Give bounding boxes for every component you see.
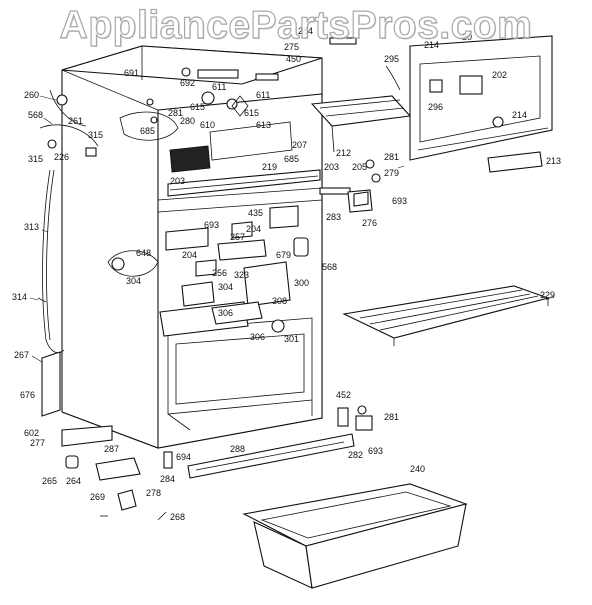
label-214b: 214 bbox=[424, 40, 439, 50]
label-304b: 304 bbox=[218, 282, 233, 292]
freezer-rail bbox=[167, 121, 321, 197]
label-304: 304 bbox=[126, 276, 141, 286]
label-281b: 281 bbox=[384, 152, 399, 162]
label-313: 313 bbox=[24, 222, 39, 232]
label-284: 284 bbox=[160, 474, 175, 484]
label-213: 213 bbox=[546, 156, 561, 166]
label-611: 611 bbox=[212, 82, 226, 92]
label-276: 276 bbox=[362, 218, 377, 228]
label-205: 205 bbox=[352, 162, 367, 172]
label-306b: 306 bbox=[250, 332, 265, 342]
label-615: 615 bbox=[190, 102, 205, 112]
label-300: 300 bbox=[294, 278, 309, 288]
crisper-pan bbox=[242, 483, 468, 589]
label-226: 226 bbox=[54, 152, 69, 162]
label-204b: 204 bbox=[182, 250, 197, 260]
leader-lines bbox=[29, 95, 555, 363]
refrigerator-shelf-229 bbox=[342, 285, 550, 346]
label-692: 692 bbox=[180, 78, 195, 88]
label-568b: 568 bbox=[322, 262, 337, 272]
label-452: 452 bbox=[336, 390, 351, 400]
label-611b: 611 bbox=[256, 90, 270, 100]
label-281: 281 bbox=[168, 108, 183, 118]
top-components bbox=[119, 67, 279, 141]
label-257: 257 bbox=[230, 232, 245, 242]
label-306: 306 bbox=[218, 308, 233, 318]
label-283: 283 bbox=[326, 212, 341, 222]
label-261: 261 bbox=[68, 116, 83, 126]
label-287: 287 bbox=[104, 444, 119, 454]
label-610: 610 bbox=[200, 120, 215, 130]
label-314: 314 bbox=[12, 292, 27, 302]
control-components bbox=[107, 205, 309, 337]
label-615b: 615 bbox=[244, 108, 259, 118]
label-288: 288 bbox=[230, 444, 245, 454]
label-280: 280 bbox=[180, 116, 195, 126]
label-602: 602 bbox=[24, 428, 39, 438]
label-694: 694 bbox=[176, 452, 191, 462]
label-691: 691 bbox=[124, 68, 139, 78]
label-279: 279 bbox=[384, 168, 399, 178]
label-20: 20 bbox=[462, 32, 472, 42]
label-613: 613 bbox=[256, 120, 271, 130]
label-277: 277 bbox=[30, 438, 45, 448]
label-693c: 693 bbox=[368, 446, 383, 456]
label-679: 679 bbox=[276, 250, 291, 260]
label-295: 295 bbox=[384, 54, 399, 64]
label-265: 265 bbox=[42, 476, 57, 486]
label-207: 207 bbox=[292, 140, 307, 150]
label-212: 212 bbox=[336, 148, 351, 158]
label-450: 450 bbox=[286, 54, 301, 64]
label-284b: 284 bbox=[298, 26, 313, 36]
label-275: 275 bbox=[284, 42, 299, 52]
label-315: 315 bbox=[88, 130, 103, 140]
left-side-parts bbox=[37, 89, 167, 521]
label-282: 282 bbox=[348, 450, 363, 460]
label-693b: 693 bbox=[392, 196, 407, 206]
label-308: 308 bbox=[272, 296, 287, 306]
toe-grille bbox=[163, 433, 355, 479]
label-219: 219 bbox=[262, 162, 277, 172]
label-203: 203 bbox=[170, 176, 185, 186]
label-693: 693 bbox=[204, 220, 219, 230]
label-281c: 281 bbox=[384, 412, 399, 422]
label-435: 435 bbox=[248, 208, 263, 218]
label-264: 264 bbox=[66, 476, 81, 486]
label-240: 240 bbox=[410, 464, 425, 474]
label-204: 204 bbox=[246, 224, 261, 234]
control-panel bbox=[409, 35, 553, 173]
label-685b: 685 bbox=[284, 154, 299, 164]
door-hardware bbox=[319, 37, 401, 431]
label-568: 568 bbox=[28, 110, 43, 120]
label-296: 296 bbox=[428, 102, 443, 112]
label-301: 301 bbox=[284, 334, 299, 344]
label-214: 214 bbox=[512, 110, 527, 120]
label-685: 685 bbox=[140, 126, 155, 136]
label-203b: 203 bbox=[324, 162, 339, 172]
label-315b: 315 bbox=[28, 154, 43, 164]
label-202: 202 bbox=[492, 70, 507, 80]
label-268: 268 bbox=[170, 512, 185, 522]
label-267: 267 bbox=[14, 350, 29, 360]
part-labels: 691 692 611 615 611 615 261 280 281 610 … bbox=[12, 26, 561, 522]
label-323: 323 bbox=[234, 270, 249, 280]
label-260: 260 bbox=[24, 90, 39, 100]
label-229: 229 bbox=[540, 290, 555, 300]
label-278: 278 bbox=[146, 488, 161, 498]
label-269: 269 bbox=[90, 492, 105, 502]
freezer-shelf-212 bbox=[310, 95, 412, 153]
label-676: 676 bbox=[20, 390, 35, 400]
label-648: 648 bbox=[136, 248, 151, 258]
label-256: 256 bbox=[212, 268, 227, 278]
